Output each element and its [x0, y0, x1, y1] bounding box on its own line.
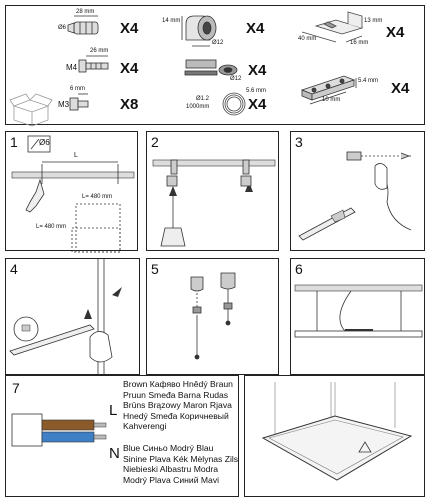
brown-line: Brūns Brązowy Maron Rjava: [123, 400, 232, 411]
cable-grip-detail-icon: [346, 151, 411, 161]
step-4-drawing: [9, 259, 122, 376]
screwdriver-hand-icon: [160, 227, 186, 247]
m3-label: M3: [58, 100, 70, 109]
m3-len-label: 6 mm: [70, 86, 85, 92]
bracket-w-label: 40 mm: [298, 36, 317, 42]
drill-dia-label: Ø6: [39, 138, 50, 147]
wire-connector-icon: [300, 75, 357, 105]
blue-line: Niebieski Albastru Modra: [123, 464, 219, 475]
anchor-dia-label: Ø6: [58, 25, 67, 31]
bracket-qty: X4: [386, 24, 405, 41]
cap-qty: X4: [246, 20, 265, 37]
parts-drawing: [9, 11, 364, 127]
m4-len-label: 26 mm: [90, 48, 109, 54]
step-4-panel: 4: [5, 258, 140, 376]
brown-line: Pruun Smeđa Barna Rudas: [123, 389, 229, 400]
step-6-drawing: [294, 284, 423, 338]
step-5-panel: 5: [146, 258, 279, 375]
step-3-drawing: [298, 151, 412, 241]
drill-bit-icon: [27, 135, 51, 153]
blue-wire-icon: [41, 431, 95, 443]
step-1-drawing: [11, 135, 135, 253]
cable-jacket-icon: [11, 413, 43, 447]
connector-h-label: 5.4 mm: [358, 78, 379, 84]
step-3-panel: 3: [290, 131, 425, 251]
cable-grip-icon: [184, 59, 238, 76]
steel-cable-icon: [222, 92, 246, 116]
anchor-qty: X4: [120, 20, 139, 37]
blue-line: Blue Синьо Modrý Blau: [123, 443, 214, 453]
step-5-drawing: [190, 272, 236, 360]
step-6-panel: 6: [290, 258, 425, 375]
cap-and-cable-icon: [190, 272, 236, 360]
cap-h-label: 14 mm: [162, 18, 181, 24]
step-7-panel: 7 L N Brown Кафяво Hnědý Braun Pruun Sme…: [5, 375, 239, 497]
warning-triangle-icon: [358, 441, 372, 453]
blue-line: Modrý Plava Синий Mavi: [123, 474, 220, 485]
cable-dia-label: Ø1.2: [196, 96, 210, 102]
package-box-icon: [9, 93, 53, 127]
cable-len-label: 1000mm: [186, 104, 210, 110]
end-cap-icon: [181, 15, 217, 47]
step-2-panel: 2: [146, 131, 279, 251]
blue-line: Sinine Plava Kék Mėlynas Zils: [123, 453, 239, 464]
anchor-inserted-icon: [170, 159, 250, 175]
grip-h-label: 5.6 mm: [246, 88, 267, 94]
m4-label: M4: [66, 63, 78, 72]
cable-qty: X4: [248, 96, 267, 113]
neutral-wire-label: N: [109, 445, 120, 462]
brown-wire-icon: [41, 419, 95, 431]
grip-dia-label: Ø12: [230, 76, 242, 82]
grip-qty: X4: [248, 62, 267, 79]
final-panel: [244, 375, 425, 497]
brown-line: Hnedý Smeđa Коричневый: [123, 410, 229, 421]
step-6-number: 6: [295, 261, 303, 277]
step-1-panel: 1 Ø6 L L= 480 mm L= 480 mm: [5, 131, 138, 253]
screw-anchor-icon: [67, 15, 99, 35]
step-2-drawing: [152, 159, 276, 247]
step-7-drawing: [11, 413, 107, 447]
m4-screw-icon: [78, 55, 109, 73]
length-1-label: L= 480 mm: [82, 194, 113, 200]
step-4-number: 4: [10, 261, 18, 277]
length-2-label: L= 480 mm: [36, 224, 67, 230]
blue-translations: Blue Синьо Modrý Blau Sinine Plava Kék M…: [123, 443, 238, 485]
brown-line: Kahverengi: [123, 421, 167, 432]
cap-dia-label: Ø12: [212, 40, 224, 46]
brown-line: Brown Кафяво Hnědý Braun: [123, 379, 233, 389]
brown-translations: Brown Кафяво Hnědý Braun Pruun Smeđa Bar…: [123, 379, 233, 432]
bracket-d-label: 16 mm: [350, 40, 369, 46]
m4-qty: X4: [120, 60, 139, 77]
anchor-len-label: 28 mm: [76, 9, 95, 15]
step-1-number: 1: [10, 134, 18, 150]
final-drawing: [261, 382, 413, 481]
parts-panel: 28 mm Ø6 X4 26 mm M4 X4 6 mm M3 X8 14 mm…: [5, 5, 425, 127]
connector-w-label: 10 mm: [322, 97, 341, 103]
distance-l-label: L: [74, 152, 78, 159]
step-7-number: 7: [12, 380, 20, 396]
m3-qty: X8: [120, 96, 139, 113]
live-wire-label: L: [109, 402, 118, 419]
connector-qty: X4: [391, 80, 410, 97]
step-5-number: 5: [151, 261, 159, 277]
mounting-bracket-icon: [301, 11, 364, 43]
bracket-h-label: 13 mm: [364, 18, 383, 24]
led-panel-icon: [261, 415, 413, 481]
m3-screw-icon: [69, 93, 89, 111]
step-2-number: 2: [151, 134, 159, 150]
hand-icon: [89, 331, 113, 363]
step-3-number: 3: [295, 134, 303, 150]
